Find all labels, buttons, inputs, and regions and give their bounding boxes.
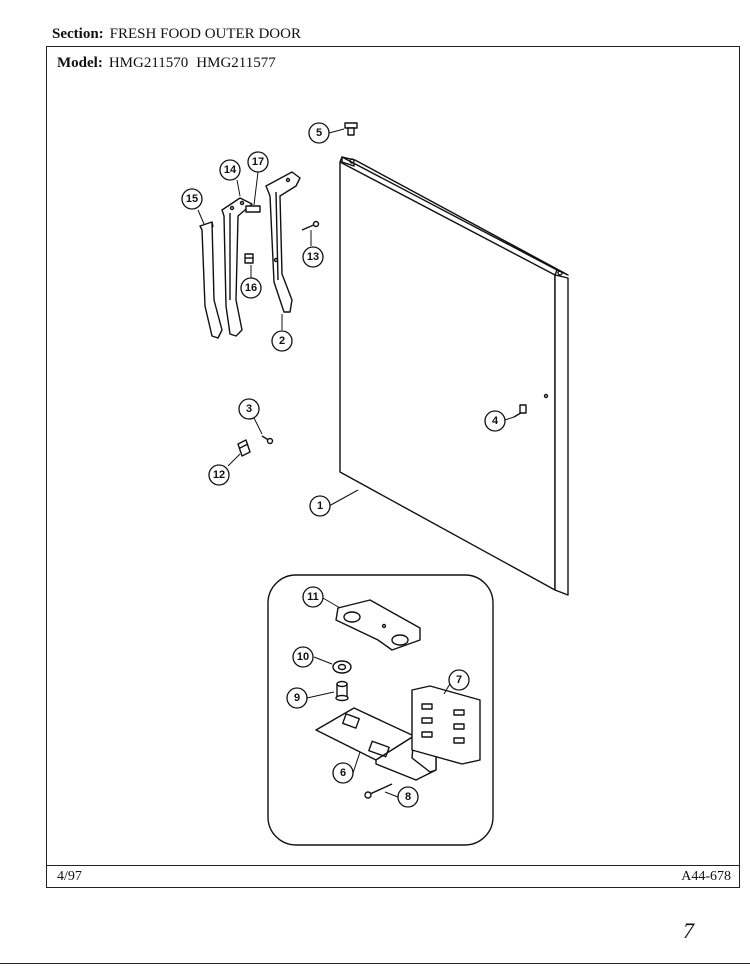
bracket-part-14 bbox=[221, 197, 253, 337]
callout-1: 1 bbox=[317, 500, 323, 512]
callout-circle-12 bbox=[208, 464, 230, 486]
callout-circle-11 bbox=[302, 586, 324, 608]
callout-circle-17 bbox=[247, 151, 269, 173]
section-value: FRESH FOOD OUTER DOOR bbox=[109, 26, 301, 42]
callout-13: 13 bbox=[307, 251, 319, 263]
callout-circle-13 bbox=[302, 246, 324, 268]
callout-circle-10 bbox=[292, 646, 314, 668]
callout-10: 10 bbox=[297, 651, 309, 663]
callout-circle-6 bbox=[332, 762, 354, 784]
callout-circle-5 bbox=[308, 122, 330, 144]
section-label: Section: bbox=[52, 26, 104, 42]
bottom-divider bbox=[0, 963, 750, 964]
callout-3: 3 bbox=[246, 403, 252, 415]
pin-part-9 bbox=[335, 680, 349, 702]
callout-7: 7 bbox=[456, 674, 462, 686]
footer-divider bbox=[47, 865, 739, 866]
hinge-plate-part-11 bbox=[335, 599, 421, 651]
block-part-16 bbox=[244, 253, 254, 264]
callout-14: 14 bbox=[224, 164, 237, 176]
callout-11: 11 bbox=[307, 591, 319, 603]
callout-circle-3 bbox=[238, 398, 260, 420]
callout-5: 5 bbox=[316, 127, 322, 139]
callout-4: 4 bbox=[492, 415, 499, 427]
callout-circle-14 bbox=[219, 159, 241, 181]
model-number-2: HMG211577 bbox=[196, 55, 276, 71]
callout-9: 9 bbox=[294, 692, 300, 704]
leader-lines bbox=[197, 128, 515, 798]
strip-part-15 bbox=[199, 221, 223, 339]
callout-circle-1 bbox=[309, 495, 331, 517]
callout-circles bbox=[181, 122, 506, 808]
callout-2: 2 bbox=[279, 335, 285, 347]
hinge-strip-part-2 bbox=[265, 171, 301, 313]
plug-part-5 bbox=[344, 122, 358, 136]
callout-circle-15 bbox=[181, 188, 203, 210]
callout-circle-2 bbox=[271, 330, 293, 352]
model-number-1: HMG211570 bbox=[108, 55, 189, 71]
door-panel bbox=[339, 156, 569, 596]
callout-16: 16 bbox=[245, 282, 257, 294]
screw-part-4 bbox=[513, 404, 527, 418]
page-mark: 7 bbox=[683, 918, 694, 943]
callout-circle-9 bbox=[286, 687, 308, 709]
callout-15: 15 bbox=[186, 193, 198, 205]
callout-circle-8 bbox=[397, 786, 419, 808]
callout-8: 8 bbox=[405, 791, 411, 803]
model-heading: Model: HMG211570 HMG211577 bbox=[57, 55, 276, 72]
hinge-detail-inset bbox=[267, 574, 494, 846]
screw-part-3 bbox=[261, 435, 274, 445]
screw-part-8 bbox=[364, 783, 393, 799]
callout-circle-16 bbox=[240, 277, 262, 299]
callout-6: 6 bbox=[340, 767, 346, 779]
document-number: A44-678 bbox=[681, 869, 731, 884]
screw-part-13 bbox=[301, 220, 320, 231]
diagram-frame: Model: HMG211570 HMG211577 4/97 A44-678 bbox=[46, 46, 740, 888]
callout-circle-7 bbox=[448, 669, 470, 691]
callout-circle-4 bbox=[484, 410, 506, 432]
revision-date: 4/97 bbox=[57, 869, 82, 884]
callout-17: 17 bbox=[252, 156, 264, 168]
clip-part-17 bbox=[245, 205, 261, 213]
callout-12: 12 bbox=[213, 469, 225, 481]
washer-part-10 bbox=[332, 660, 352, 674]
model-label: Model: bbox=[57, 55, 103, 71]
clip-part-12 bbox=[237, 439, 251, 457]
section-heading: Section: FRESH FOOD OUTER DOOR bbox=[52, 26, 301, 43]
shim-plate-part-7 bbox=[411, 685, 481, 765]
